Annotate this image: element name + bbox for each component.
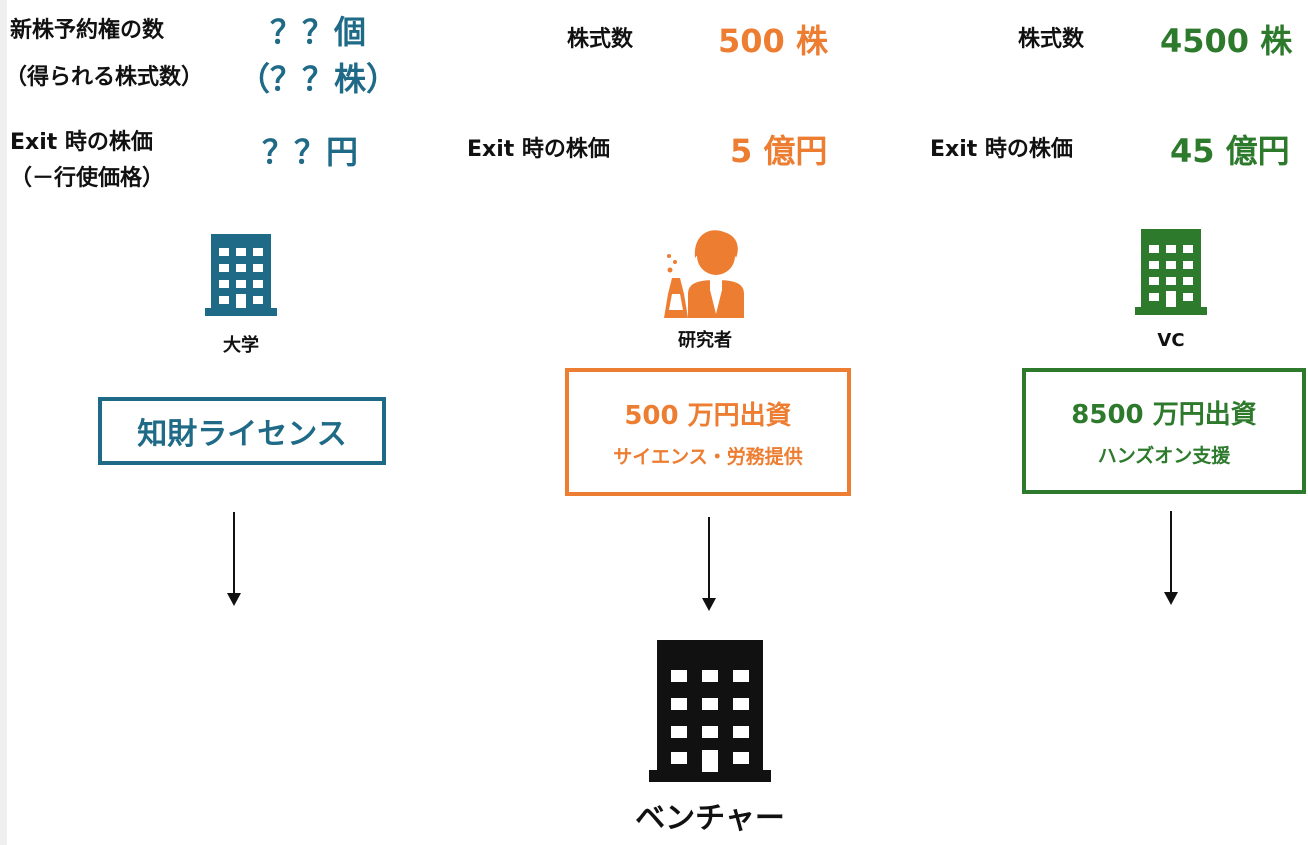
university-contribution-box: 知財ライセンス <box>98 397 386 465</box>
researcher-shares-label: 株式数 <box>567 27 634 52</box>
university-shares-value: ？？個 <box>270 13 367 51</box>
researcher-shares-value: 500 株 <box>718 22 828 60</box>
university-arrow <box>227 512 241 606</box>
university-exit-sublabel: （－行使価格） <box>10 166 165 191</box>
researcher-box-line1: 500 万円出資 <box>624 401 792 431</box>
researcher-exit-label: Exit 時の株価 <box>467 137 610 162</box>
venture-caption: ベンチャー <box>635 801 785 836</box>
building-icon <box>649 640 771 782</box>
vc-box-line1: 8500 万円出資 <box>1071 400 1257 430</box>
vc-exit-value: 45 億円 <box>1170 132 1290 170</box>
university-exit-label: Exit 時の株価 <box>10 130 153 155</box>
building-icon <box>205 234 277 316</box>
vc-exit-label: Exit 時の株価 <box>930 137 1073 162</box>
vc-shares-label: 株式数 <box>1018 27 1085 52</box>
vc-caption: VC <box>1157 330 1185 351</box>
university-exit-value: ？？円 <box>262 133 359 171</box>
university-shares-sublabel: （得られる株式数） <box>5 65 204 90</box>
building-icon <box>1135 229 1207 315</box>
researcher-contribution-box: 500 万円出資 サイエンス・労務提供 <box>565 368 851 496</box>
researcher-exit-value: 5 億円 <box>730 132 828 170</box>
researcher-arrow <box>702 517 716 611</box>
scientist-icon <box>664 230 744 318</box>
vc-arrow <box>1164 511 1178 605</box>
vc-shares-value: 4500 株 <box>1160 22 1293 60</box>
university-caption: 大学 <box>223 335 259 356</box>
vc-box-line2: ハンズオン支援 <box>1097 445 1231 467</box>
left-margin-strip <box>0 0 7 845</box>
vc-contribution-box: 8500 万円出資 ハンズオン支援 <box>1022 368 1306 494</box>
university-shares-subvalue: （？？株） <box>238 60 399 98</box>
researcher-caption: 研究者 <box>678 330 732 351</box>
researcher-box-line2: サイエンス・労務提供 <box>613 446 803 468</box>
university-box-line1: 知財ライセンス <box>137 417 347 452</box>
university-shares-label: 新株予約権の数 <box>10 18 165 43</box>
